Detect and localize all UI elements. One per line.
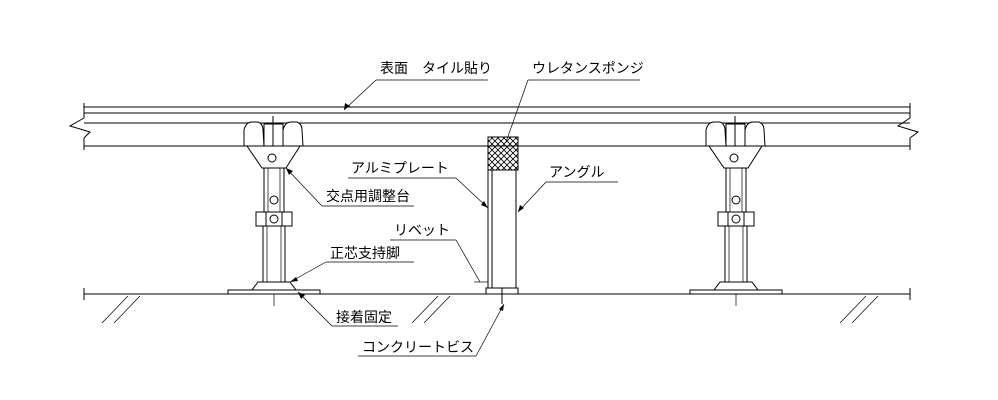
label-core-support-leg: 正芯支持脚 (330, 246, 400, 262)
center-partition (485, 136, 519, 304)
label-cross-adjuster: 交点用調整台 (326, 188, 410, 205)
urethane-sponge (487, 136, 519, 171)
right-pedestal (689, 116, 783, 306)
label-concrete-screw: コンクリートビス (362, 340, 474, 356)
left-pedestal (227, 116, 321, 306)
aluminum-plate (487, 169, 517, 289)
label-aluminum-plate: アルミプレート (351, 161, 449, 177)
floor-panel (68, 103, 920, 150)
label-surface-tile: 表面 タイル貼り (380, 61, 492, 77)
label-angle: アングル (549, 165, 604, 181)
label-rivet: リベット (394, 223, 450, 239)
leader-lines (285, 79, 640, 357)
label-urethane-sponge: ウレタンスポンジ (532, 61, 644, 77)
label-adhesive-fixing: 接着固定 (336, 309, 392, 326)
